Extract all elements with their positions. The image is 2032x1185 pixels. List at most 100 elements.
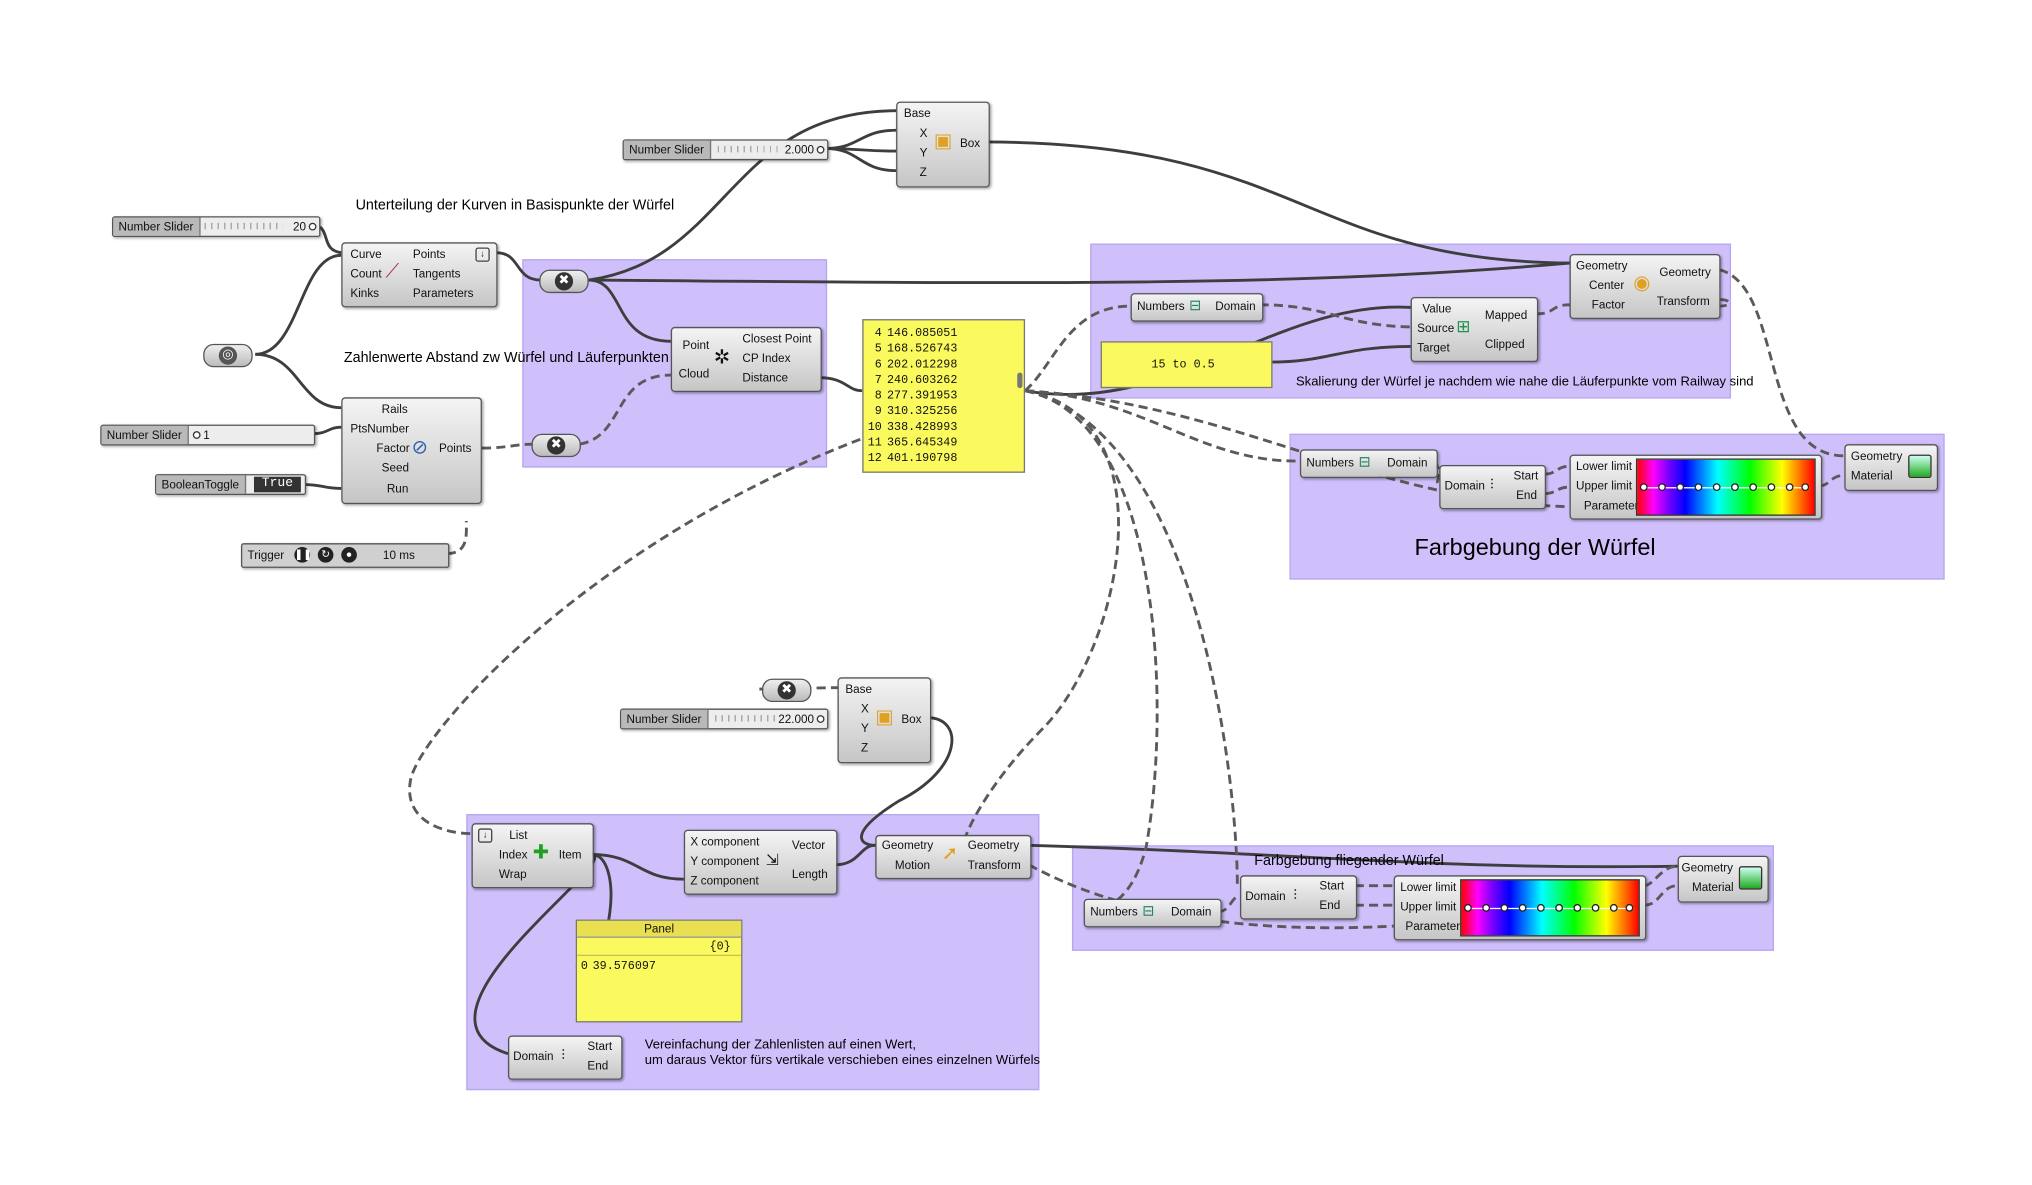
output-distance: Distance: [742, 371, 789, 385]
number-slider-count[interactable]: Number Slider 20: [112, 216, 321, 238]
input-lower-limit: Lower limit: [1576, 459, 1633, 473]
input-x-component: X component: [690, 834, 760, 848]
group-label-vector-2: um daraus Vektor fürs vertikale verschie…: [644, 1053, 1041, 1069]
box-icon: ▣: [933, 130, 953, 153]
gradient-spectrum[interactable]: [1460, 879, 1640, 937]
slider-knob[interactable]: [308, 222, 317, 231]
deconstruct-domain-icon: ⫶: [561, 1048, 565, 1065]
box-icon: ▣: [875, 705, 894, 729]
input-numbers: Numbers: [1306, 455, 1354, 469]
input-z: Z: [919, 165, 927, 179]
slider-value: 20: [293, 220, 307, 234]
panel-title: Panel: [577, 920, 742, 938]
vector-xyz-component[interactable]: X component Y component Z component ⇲ Ve…: [683, 829, 838, 895]
panel-index: 0: [580, 959, 588, 973]
number-slider-pts-number[interactable]: Number Slider 1: [100, 424, 316, 446]
panel-path-bar: [577, 954, 742, 957]
box-component-2[interactable]: Base X Y Z ▣ Box: [837, 677, 932, 764]
trigger-name: Trigger: [247, 548, 285, 562]
relay-flying[interactable]: ✖: [761, 678, 812, 703]
curve-param[interactable]: ◎: [203, 343, 253, 368]
slider-name: Number Slider: [113, 217, 200, 236]
output-domain: Domain: [1170, 905, 1212, 919]
output-length: Length: [791, 867, 828, 881]
boolean-toggle[interactable]: BooleanToggle True: [154, 474, 307, 495]
input-numbers: Numbers: [1090, 905, 1138, 919]
deconstruct-domain-3[interactable]: Domain ⫶ Start End: [507, 1035, 623, 1080]
pause-icon[interactable]: ❚❚: [294, 547, 312, 563]
slider-knob[interactable]: [816, 715, 825, 723]
custom-preview-1[interactable]: Geometry Material: [1844, 444, 1939, 492]
custom-preview-2[interactable]: Geometry Material: [1677, 855, 1769, 903]
bounds-component-1[interactable]: Numbers ⊟ Domain: [1130, 293, 1264, 322]
slider-value: 22.000: [778, 712, 815, 726]
group-label-color-cubes: Farbgebung der Würfel: [1414, 534, 1656, 561]
railway-component[interactable]: Rails PtsNumber Factor Seed Run ⊘ Points: [341, 397, 482, 505]
list-item-component[interactable]: List Index Wrap ↓ ✚ Item: [471, 823, 594, 889]
input-run: Run: [386, 481, 409, 495]
input-geometry: Geometry: [1681, 860, 1733, 874]
relay-points[interactable]: ✖: [539, 269, 589, 294]
gradient-component-1[interactable]: Lower limit Upper limit Parameter: [1569, 454, 1823, 520]
output-start: Start: [1319, 879, 1345, 893]
input-factor: Factor: [1591, 298, 1625, 312]
number-slider-flying-size[interactable]: Number Slider 22.000: [619, 708, 829, 730]
input-domain: Domain: [513, 1049, 554, 1063]
remap-component[interactable]: Value Source Target ⊞ Mapped Clipped: [1410, 296, 1539, 363]
input-domain: Domain: [1245, 889, 1286, 903]
input-x: X: [860, 702, 869, 716]
toggle-value[interactable]: True: [253, 476, 301, 493]
panel-scrollbar[interactable]: [1017, 372, 1023, 389]
panel-value: 39.576097: [592, 959, 656, 973]
input-numbers: Numbers: [1137, 299, 1185, 313]
stop-icon[interactable]: ●: [341, 547, 357, 563]
input-geometry: Geometry: [1576, 259, 1628, 273]
input-motion: Motion: [894, 858, 931, 872]
railway-icon: ⊘: [411, 436, 428, 459]
relay-railway[interactable]: ✖: [531, 433, 581, 458]
slider-knob[interactable]: [816, 145, 825, 154]
output-start: Start: [587, 1039, 613, 1053]
bounds-icon: ⊟: [1142, 903, 1155, 920]
slider-knob[interactable]: [192, 431, 201, 439]
value-panel[interactable]: Panel {0} 0 39.576097: [575, 919, 743, 1023]
box-component-1[interactable]: Base X Y Z ▣ Box: [896, 101, 990, 188]
input-geometry: Geometry: [1850, 449, 1903, 463]
trigger-component[interactable]: Trigger ❚❚ ↻ ● 10 ms: [240, 543, 450, 568]
output-transform: Transform: [967, 858, 1021, 872]
move-component[interactable]: Geometry Motion ➚ Geometry Transform: [875, 834, 1032, 880]
gradient-spectrum[interactable]: [1635, 458, 1816, 516]
trigger-interval: 10 ms: [382, 548, 415, 562]
scale-icon: ◉: [1633, 272, 1651, 295]
reset-icon[interactable]: ↻: [317, 547, 334, 563]
input-z: Z: [860, 741, 869, 755]
number-slider-box-size[interactable]: Number Slider 2.000: [622, 139, 829, 161]
deconstruct-domain-2[interactable]: Domain ⫶ Start End: [1239, 875, 1358, 920]
deconstruct-domain-icon: ⫶: [1490, 478, 1494, 494]
closest-point-component[interactable]: Point Cloud ✲ Closest Point CP Index Dis…: [670, 326, 822, 393]
gradient-component-2[interactable]: Lower limit Upper limit Parameter: [1393, 875, 1647, 941]
relay-icon: ✖: [777, 681, 796, 700]
input-index: Index: [498, 847, 528, 861]
divide-curve-component[interactable]: Curve Count Kinks ⟋ Points Tangents Para…: [341, 242, 498, 308]
preview-icon: [1738, 866, 1763, 890]
output-clipped: Clipped: [1484, 337, 1525, 351]
vector-icon: ⇲: [765, 850, 779, 869]
bounds-icon: ⊟: [1189, 298, 1202, 314]
bounds-component-2[interactable]: Numbers ⊟ Domain: [1299, 449, 1438, 479]
range-panel[interactable]: 15 to 0.5: [1100, 341, 1273, 389]
input-pts-number: PtsNumber: [350, 422, 410, 436]
input-lower-limit: Lower limit: [1400, 880, 1457, 894]
scale-component[interactable]: Geometry Center Factor ◉ Geometry Transf…: [1569, 253, 1721, 320]
output-geometry: Geometry: [1659, 265, 1711, 279]
deconstruct-domain-1[interactable]: Domain ⫶ Start End: [1439, 464, 1547, 510]
bounds-component-3[interactable]: Numbers ⊟ Domain: [1083, 898, 1222, 928]
output-closest-point: Closest Point: [742, 332, 812, 346]
output-box: Box: [901, 712, 922, 726]
